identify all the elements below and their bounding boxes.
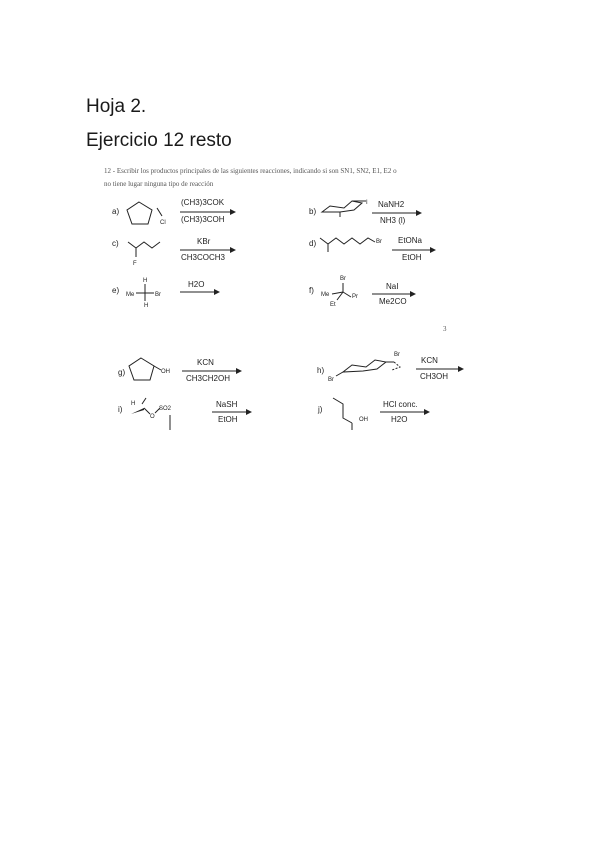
reagent-top-g: KCN: [197, 358, 214, 367]
cyclopentane-ring-a: [126, 201, 153, 225]
reagent-bottom-c: CH3COCH3: [181, 253, 226, 262]
reaction-label-e: e): [112, 286, 119, 295]
bond-f-down: [336, 291, 344, 301]
reagent-bottom-j: H2O: [391, 415, 407, 424]
substituent-e-left: Me: [126, 292, 135, 298]
arrowhead-a: [230, 209, 236, 215]
arrowhead-f: [410, 291, 416, 297]
exercise-intro-line2: no tiene lugar ninguna tipo de reacción: [104, 180, 214, 188]
reagent-top-h: KCN: [421, 356, 438, 365]
substituent-d: Br: [376, 239, 382, 245]
cyclohexane-chair-b: [320, 200, 364, 213]
arrowhead-b: [416, 210, 422, 216]
carbon-chain-c: [127, 241, 161, 249]
reaction-label-b: b): [309, 207, 316, 216]
arrowhead-e: [214, 289, 220, 295]
reagent-top-d: EtONa: [398, 236, 423, 245]
page-heading-sheet: Hoja 2.: [86, 96, 147, 117]
substituent-j: OH: [359, 417, 368, 423]
reaction-label-d: d): [309, 239, 316, 248]
substituent-b: I: [366, 200, 368, 206]
reagent-top-c: KBr: [197, 237, 211, 246]
bond-f-right: [342, 291, 352, 298]
carbon-skeleton-j: [332, 397, 353, 424]
reaction-label-h: h): [317, 366, 324, 375]
reagent-top-a: (CH3)3COK: [181, 198, 225, 207]
reaction-label-g: g): [118, 368, 125, 377]
substituent-a: Cl: [160, 220, 166, 226]
reagent-bottom-d: EtOH: [402, 253, 422, 262]
arrowhead-h: [458, 366, 464, 372]
arrowhead-i: [246, 409, 252, 415]
reaction-label-j: j): [317, 405, 323, 414]
cyclohexane-chair-h: [341, 359, 388, 373]
bond-h2: [335, 371, 344, 377]
bond-a: [156, 207, 163, 217]
reagent-top-b: NaNH2: [378, 200, 405, 209]
substituent-i-a: H: [131, 401, 135, 407]
reagent-top-f: NaI: [386, 282, 398, 291]
page-number: 3: [443, 325, 447, 333]
reagent-bottom-g: CH3CH2OH: [186, 374, 230, 383]
substituent-g: OH: [161, 369, 170, 375]
bond-i-wedge: [131, 408, 144, 414]
bond-h-dashed: [391, 361, 401, 371]
bond-f-left: [331, 291, 344, 295]
arrowhead-g: [236, 368, 242, 374]
reagent-bottom-i: EtOH: [218, 415, 238, 424]
carbon-chain-d: [319, 237, 376, 245]
reagent-bottom-f: Me2CO: [379, 297, 407, 306]
bond-i-s: [154, 407, 161, 414]
reaction-label-i: i): [118, 405, 123, 414]
reagent-top-j: HCl conc.: [383, 400, 418, 409]
reaction-label-c: c): [112, 239, 119, 248]
substituent-f-right: Pr: [352, 294, 358, 300]
substituent-e-right: Br: [155, 292, 161, 298]
reagent-top-e: H2O: [188, 280, 204, 289]
arrowhead-c: [230, 247, 236, 253]
cyclopentane-ring-g: [128, 357, 155, 381]
reagent-bottom-b: NH3 (l): [380, 216, 406, 225]
substituent-e-bottom: H: [144, 303, 148, 309]
bond-i-up: [141, 397, 147, 405]
substituent-e-top: H: [143, 278, 147, 284]
exercise-intro-line1: 12 - Escribir los productos principales …: [104, 167, 397, 175]
arrowhead-d: [430, 247, 436, 253]
reaction-label-a: a): [112, 207, 119, 216]
page-heading-exercise: Ejercicio 12 resto: [86, 130, 232, 151]
reagent-bottom-h: CH3OH: [420, 372, 448, 381]
substituent-i-b: SO2: [159, 406, 172, 412]
substituent-h-b: Br: [328, 377, 334, 383]
bond-i-o: [143, 407, 151, 415]
reaction-label-f: f): [309, 286, 314, 295]
substituent-f-left: Me: [321, 292, 330, 298]
substituent-h-a: Br: [394, 352, 400, 358]
reagent-bottom-a: (CH3)3COH: [181, 215, 225, 224]
reagent-top-i: NaSH: [216, 400, 238, 409]
substituent-f-top: Br: [340, 276, 346, 282]
substituent-c: F: [133, 261, 137, 267]
arrowhead-j: [424, 409, 430, 415]
oxygen-i: O: [150, 414, 155, 420]
bond-g: [153, 365, 162, 371]
substituent-f-bottom: Et: [330, 302, 336, 308]
